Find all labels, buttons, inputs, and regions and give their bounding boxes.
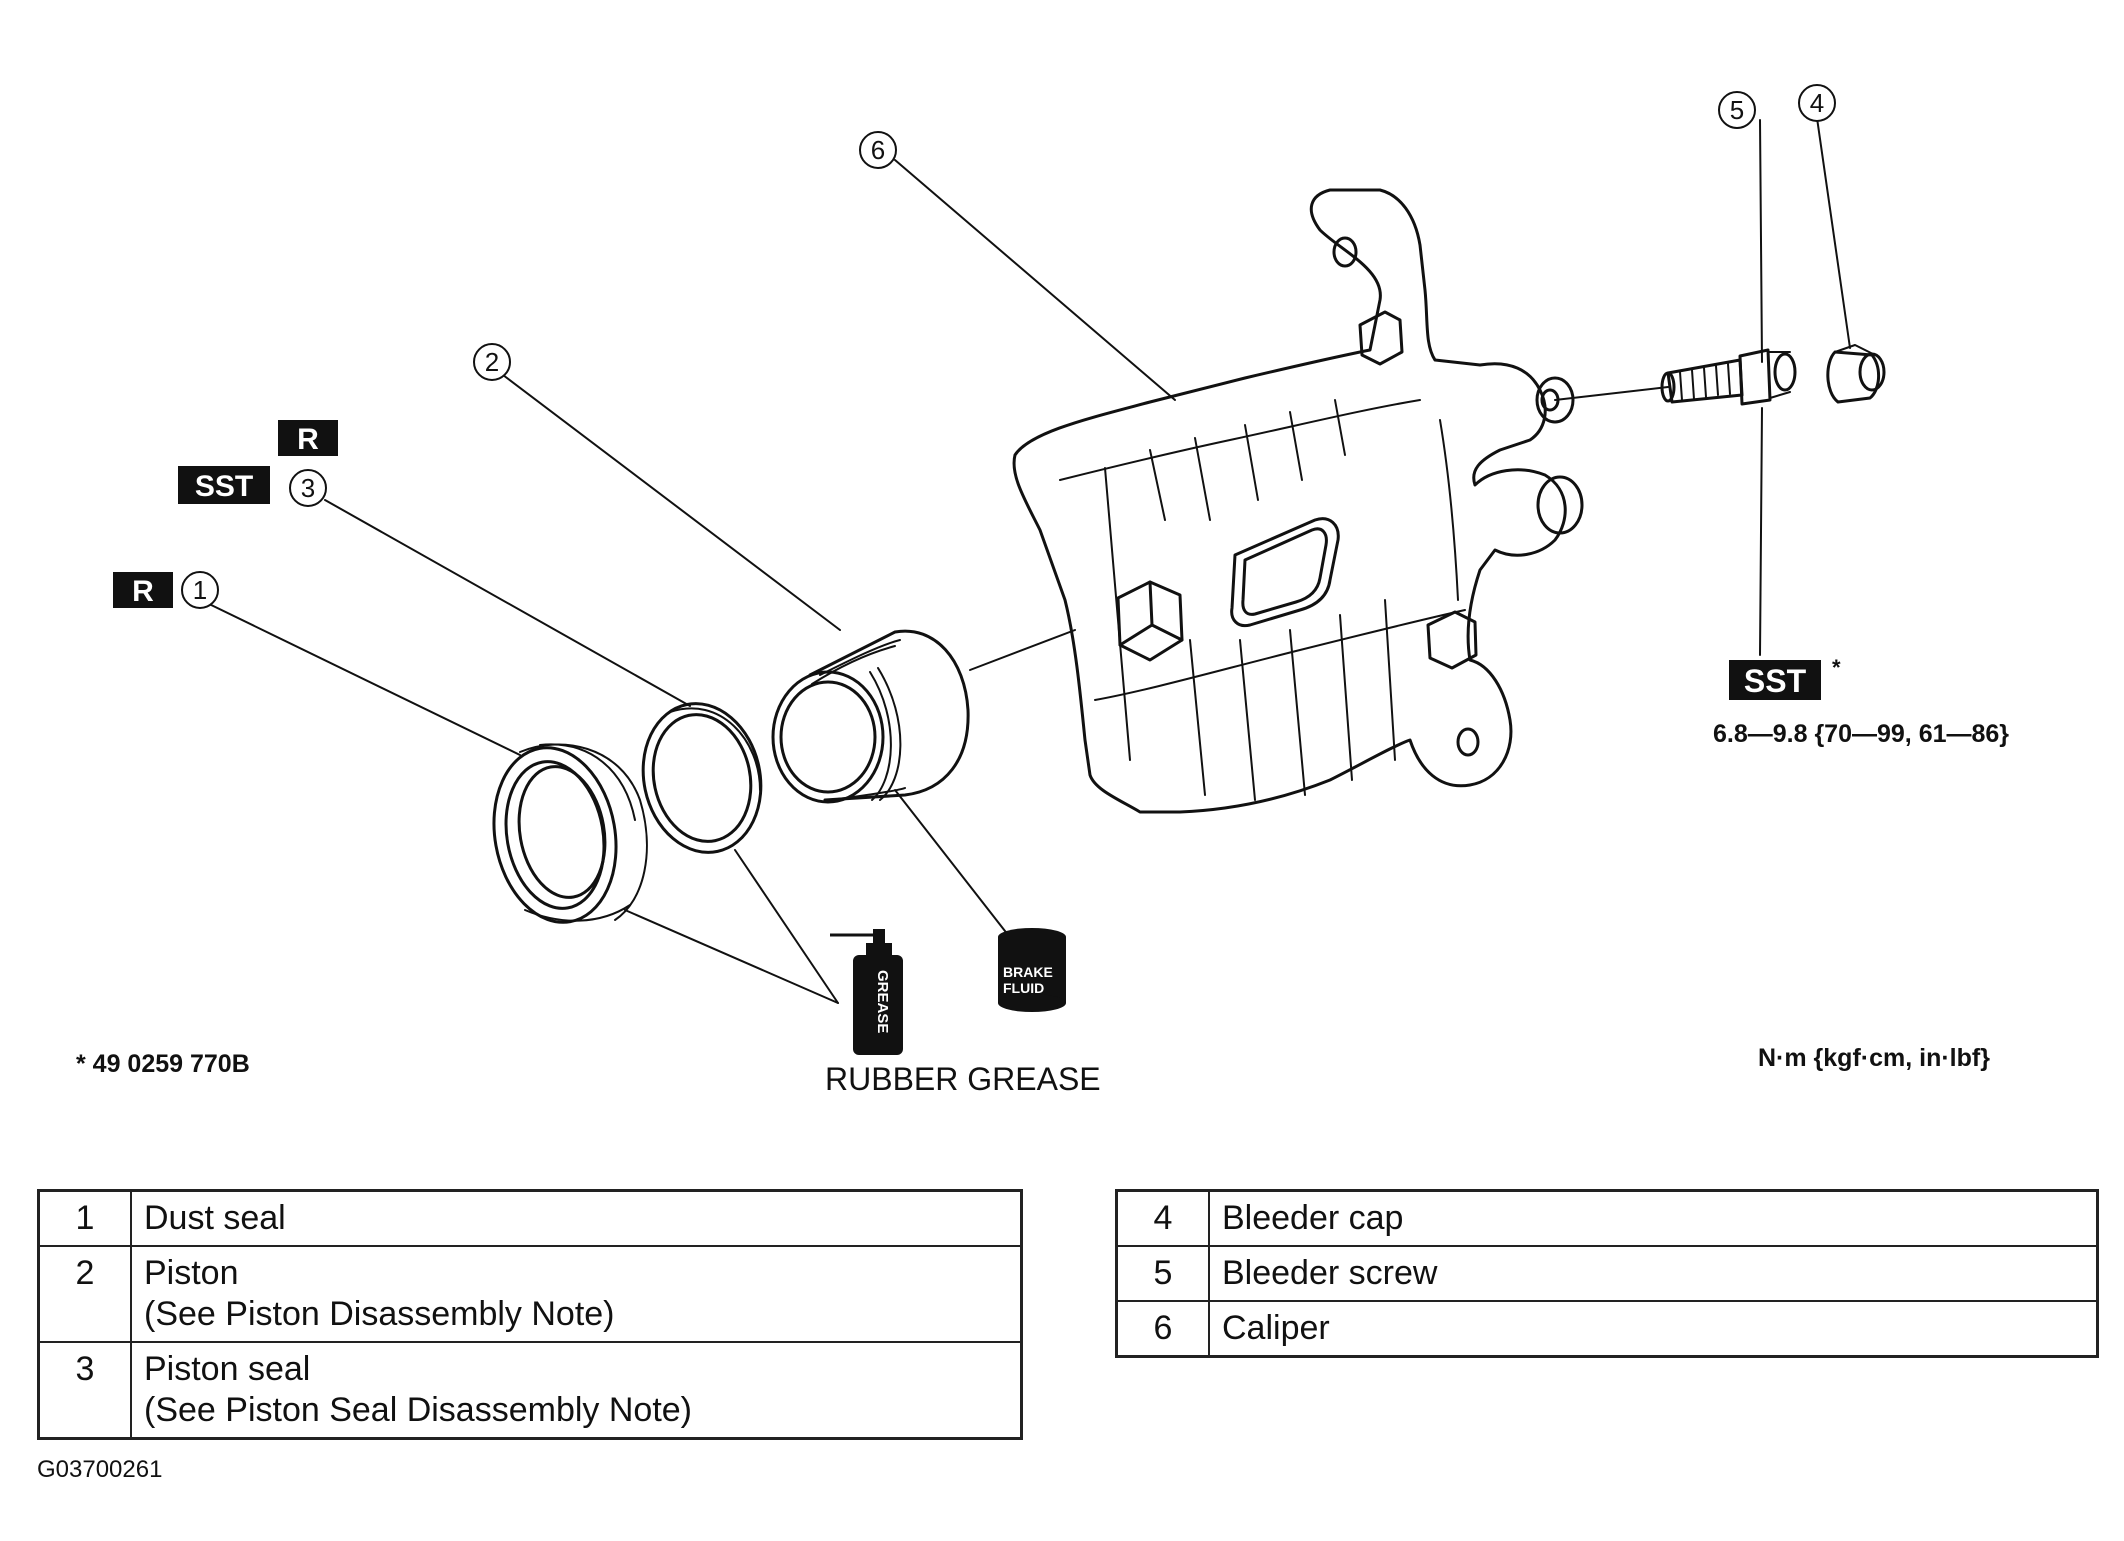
assembly-axis-line (969, 629, 1076, 671)
piston (771, 629, 970, 804)
brake-fluid-can-icon: BRAKE FLUID (998, 928, 1066, 1012)
bleeder-cap (1826, 344, 1886, 404)
leader-lines (204, 117, 1851, 1004)
table-row: 1 Dust seal (37, 1189, 1023, 1247)
table-row: 5 Bleeder screw (1115, 1245, 2099, 1302)
caliper-body (1012, 188, 1584, 814)
torque-units: N·m {kgf·cm, in·lbf} (1758, 1044, 1990, 1072)
part-number: 5 (1115, 1245, 1210, 1302)
part-number: 4 (1115, 1189, 1210, 1247)
part-name-cell: Dust seal (130, 1189, 1023, 1247)
callout-5 (1718, 91, 1756, 129)
replace-badge-left-text: R (132, 575, 154, 608)
sst-part-number: * 49 0259 770B (76, 1050, 250, 1078)
part-number: 2 (37, 1245, 132, 1343)
sst-badge-left (178, 466, 270, 504)
callout-3 (289, 469, 327, 507)
part-name: Bleeder cap (1208, 1189, 2099, 1247)
sst-asterisk: * (1832, 655, 1841, 680)
part-note: (See Piston Seal Disassembly Note) (144, 1391, 693, 1429)
grease-can-label: GREASE (874, 970, 891, 1033)
callout-3-number: 3 (301, 473, 315, 503)
figure-id: G03700261 (37, 1456, 163, 1483)
sst-badge-right (1729, 660, 1821, 700)
part-number: 1 (37, 1189, 132, 1247)
part-name-cell: Piston seal (See Piston Seal Disassembly… (130, 1341, 1023, 1440)
part-name: Piston seal (144, 1350, 311, 1388)
part-note: (See Piston Disassembly Note) (144, 1295, 615, 1333)
brake-fluid-label-1: BRAKE (1003, 964, 1053, 980)
callout-6 (859, 131, 897, 169)
table-row: 2 Piston (See Piston Disassembly Note) (37, 1245, 1023, 1343)
table-row: 4 Bleeder cap (1115, 1189, 2099, 1247)
replace-badge-top (278, 420, 338, 456)
torque-spec: 6.8—9.8 {70—99, 61—86} (1713, 720, 2009, 748)
callout-6-number: 6 (871, 135, 885, 165)
brake-fluid-label-2: FLUID (1003, 980, 1044, 996)
parts-table-left: 1 Dust seal 2 Piston (See Piston Disasse… (37, 1189, 1023, 1440)
callout-5-number: 5 (1730, 95, 1744, 125)
part-name-cell: Piston (See Piston Disassembly Note) (130, 1245, 1023, 1343)
callout-4 (1798, 84, 1836, 122)
sst-badge-left-text: SST (195, 470, 253, 503)
bleeder-axis-line (1554, 386, 1669, 401)
table-row: 3 Piston seal (See Piston Seal Disassemb… (37, 1341, 1023, 1440)
part-number: 6 (1115, 1300, 1210, 1358)
parts-table-right: 4 Bleeder cap 5 Bleeder screw 6 Caliper (1115, 1189, 2099, 1358)
part-name: Bleeder screw (1208, 1245, 2099, 1302)
sst-badge-right-text: SST (1744, 663, 1807, 699)
part-number: 3 (37, 1341, 132, 1440)
callout-2 (473, 343, 511, 381)
rubber-grease-label: RUBBER GREASE (825, 1061, 1101, 1097)
bleeder-screw (1660, 348, 1797, 406)
callout-1-number: 1 (193, 575, 207, 605)
piston-seal (641, 702, 763, 854)
part-name: Caliper (1208, 1300, 2099, 1358)
part-name: Dust seal (144, 1199, 286, 1237)
replace-badge-left (113, 572, 173, 608)
callout-2-number: 2 (485, 347, 499, 377)
part-name: Piston (144, 1254, 239, 1292)
grease-can-icon: GREASE (830, 929, 903, 1055)
dust-seal (492, 743, 648, 924)
callout-1 (181, 571, 219, 609)
callout-4-number: 4 (1810, 88, 1824, 118)
table-row: 6 Caliper (1115, 1300, 2099, 1358)
replace-badge-top-text: R (297, 423, 319, 456)
